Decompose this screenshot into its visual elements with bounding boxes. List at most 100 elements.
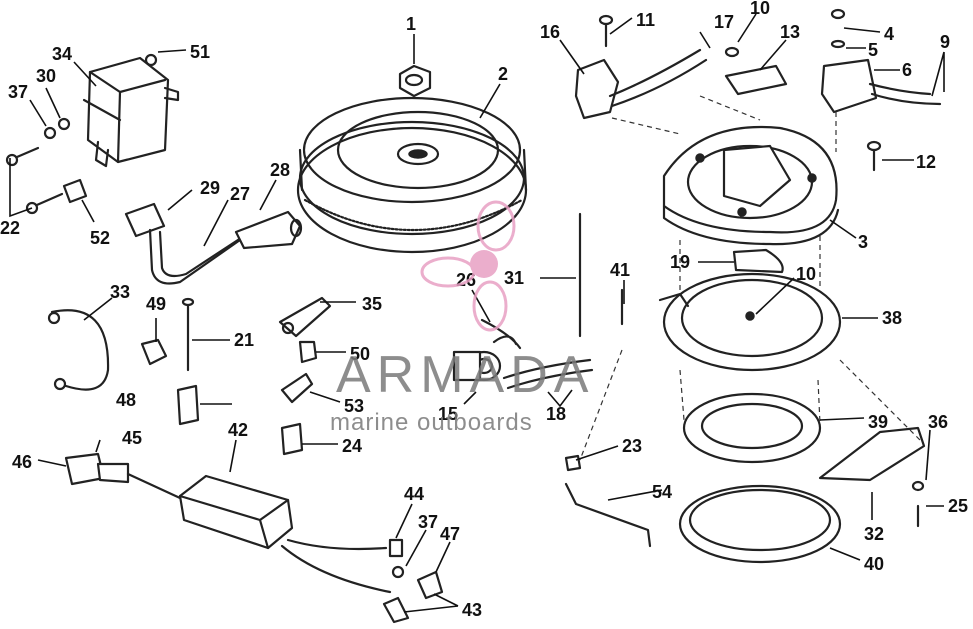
label-11: 11: [636, 10, 655, 30]
label-17: 17: [714, 12, 734, 32]
label-41: 41: [610, 260, 630, 280]
label-38: 38: [882, 308, 902, 328]
label-48: 48: [116, 390, 136, 410]
washer-36: [911, 480, 925, 492]
clip-49: [140, 338, 168, 366]
label-22: 22: [0, 218, 20, 238]
label-54: 54: [652, 482, 672, 502]
clip-26: [480, 318, 522, 350]
link-rod-54: [564, 482, 652, 548]
label-18: 18: [546, 404, 566, 424]
spark-plug-lead: [124, 202, 303, 285]
sensor-15: [452, 350, 502, 382]
label-29: 29: [200, 178, 220, 198]
label-5: 5: [868, 40, 878, 60]
wire-harness: [280, 538, 444, 624]
plug-45-46: [64, 452, 182, 500]
label-39: 39: [868, 412, 888, 432]
label-51: 51: [190, 42, 210, 62]
label-21: 21: [234, 330, 254, 350]
clip-19: [732, 248, 784, 274]
label-44: 44: [404, 484, 424, 504]
propeller-logo-icon: [420, 200, 516, 332]
label-31: 31: [504, 268, 524, 288]
label-19: 19: [670, 252, 690, 272]
label-37-bottom: 37: [418, 512, 438, 532]
bracket-35: [278, 296, 332, 338]
label-35: 35: [362, 294, 382, 314]
power-pack-42: [178, 474, 294, 550]
spacer-24: [280, 422, 304, 456]
leader-lines: [9, 13, 945, 613]
retaining-ring-40: [678, 484, 842, 564]
clamp-52: [62, 178, 88, 204]
brand-watermark: ARMADA marine outboards: [330, 200, 594, 436]
flywheel-nut: [398, 64, 432, 98]
washer-5: [830, 39, 846, 49]
washer-51: [144, 53, 158, 67]
bearing-ring-39: [682, 392, 822, 464]
label-33: 33: [110, 282, 130, 302]
sensor-coil-6: [820, 58, 942, 114]
flywheel: [296, 96, 528, 254]
label-42: 42: [228, 420, 248, 440]
screws-22: [5, 146, 64, 215]
link-53: [280, 372, 314, 404]
terminal-44: [388, 538, 404, 558]
label-45: 45: [122, 428, 142, 448]
label-36: 36: [928, 412, 948, 432]
label-37-top: 37: [8, 82, 28, 102]
label-25: 25: [948, 496, 968, 516]
link-23: [564, 454, 582, 472]
label-16: 16: [540, 22, 560, 42]
label-32: 32: [864, 524, 884, 544]
label-24: 24: [342, 436, 362, 456]
label-52: 52: [90, 228, 110, 248]
washer-30: [57, 117, 71, 131]
charge-coil-16: [574, 48, 708, 120]
label-6: 6: [902, 60, 912, 80]
label-46: 46: [12, 452, 32, 472]
screw-10: [724, 46, 740, 58]
watermark-tagline: marine outboards: [330, 409, 533, 436]
long-screw-21: [181, 297, 195, 372]
connector-47: [416, 570, 444, 600]
label-40: 40: [864, 554, 884, 574]
throttle-cam-32: [818, 426, 926, 482]
label-49: 49: [146, 294, 166, 314]
connector-43a: [382, 596, 410, 624]
label-23: 23: [622, 436, 642, 456]
washer-37: [43, 126, 57, 140]
label-30: 30: [36, 66, 56, 86]
ground-wire: [47, 309, 110, 391]
label-3: 3: [858, 232, 868, 252]
label-53: 53: [344, 396, 364, 416]
label-10-plate: 10: [796, 264, 816, 284]
label-2: 2: [498, 64, 508, 84]
armature-plate: [662, 126, 840, 246]
label-50: 50: [350, 344, 370, 364]
washer-37b: [391, 565, 405, 579]
spacer-48: [176, 384, 200, 426]
watermark-brand: ARMADA: [336, 346, 594, 404]
label-34: 34: [52, 44, 72, 64]
label-27: 27: [230, 184, 250, 204]
label-1: 1: [406, 14, 416, 34]
label-47: 47: [440, 524, 460, 544]
sleeve-18: [502, 358, 594, 390]
label-15: 15: [438, 404, 458, 424]
bushing-50: [298, 340, 318, 364]
screw-4: [830, 8, 846, 20]
label-28: 28: [270, 160, 290, 180]
label-43: 43: [462, 600, 482, 620]
bracket-13: [724, 64, 788, 96]
ignition-coil-upper: [82, 56, 180, 168]
label-10-top: 10: [750, 0, 770, 18]
label-9: 9: [940, 32, 950, 52]
label-13: 13: [780, 22, 800, 42]
label-12: 12: [916, 152, 936, 172]
retainer-plate-38: [658, 272, 842, 372]
